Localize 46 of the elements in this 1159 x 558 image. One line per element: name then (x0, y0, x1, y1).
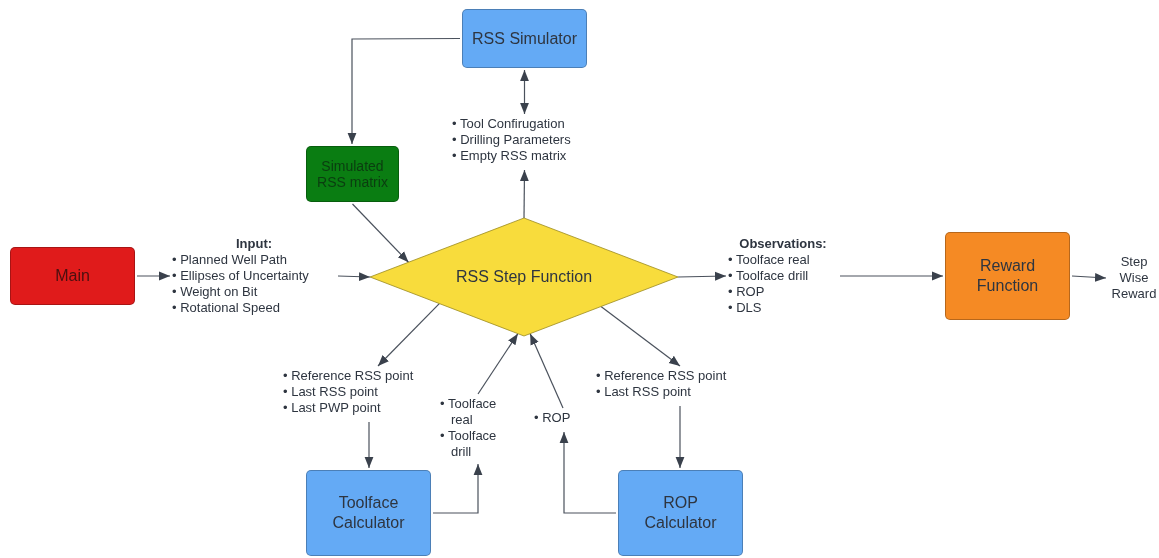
process-box: ROP Calculator (618, 470, 743, 556)
list-item: • Reference RSS point (283, 368, 415, 384)
arrow (136, 271, 171, 281)
list-item: • Toolface real (440, 396, 498, 428)
list-item: • DLS (728, 300, 763, 316)
arrow (477, 333, 519, 395)
output-label: Step Wise Reward (1108, 254, 1159, 302)
list-item: • ROP (728, 284, 766, 300)
arrow (347, 37, 461, 145)
list-item: • Weight on Bit (172, 284, 259, 300)
list-item: • Planned Well Path (172, 252, 288, 268)
list-heading: Input: (234, 236, 274, 252)
list-heading: Observations: (738, 236, 828, 252)
arrow (1071, 272, 1107, 282)
arrow (520, 69, 529, 115)
process-box: RSS Simulator (462, 9, 587, 68)
list-item: • Empty RSS matrix (452, 148, 568, 164)
arrow (520, 169, 529, 219)
list-item: • Last PWP point (283, 400, 382, 416)
diamond-label: RSS Step Function (455, 268, 593, 286)
list-item: • Toolface drill (440, 428, 498, 460)
arrow (337, 272, 371, 282)
arrow (600, 305, 681, 367)
list-item: • Toolface real (728, 252, 811, 268)
arrow (675, 405, 685, 469)
list-item: • Tool Confirugation (452, 116, 566, 132)
list-item: • Drilling Parameters (452, 132, 572, 148)
arrow (351, 203, 410, 263)
process-box: Simulated RSS matrix (306, 146, 399, 202)
list-item: • Toolface drill (728, 268, 810, 284)
list-item: • Last RSS point (596, 384, 692, 400)
process-box: Reward Function (945, 232, 1070, 320)
list-item: • Rotational Speed (172, 300, 281, 316)
arrow (377, 302, 440, 367)
arrow (559, 431, 617, 514)
arrow (839, 271, 944, 281)
list-item: • Last RSS point (283, 384, 379, 400)
process-box: Main (10, 247, 135, 305)
list-item: • ROP (534, 410, 572, 426)
arrow (432, 463, 483, 514)
arrow (364, 421, 374, 469)
list-item: • Ellipses of Uncertainty (172, 268, 310, 284)
arrow (529, 333, 564, 409)
arrow (677, 271, 727, 281)
list-item: • Reference RSS point (596, 368, 728, 384)
process-box: Toolface Calculator (306, 470, 431, 556)
